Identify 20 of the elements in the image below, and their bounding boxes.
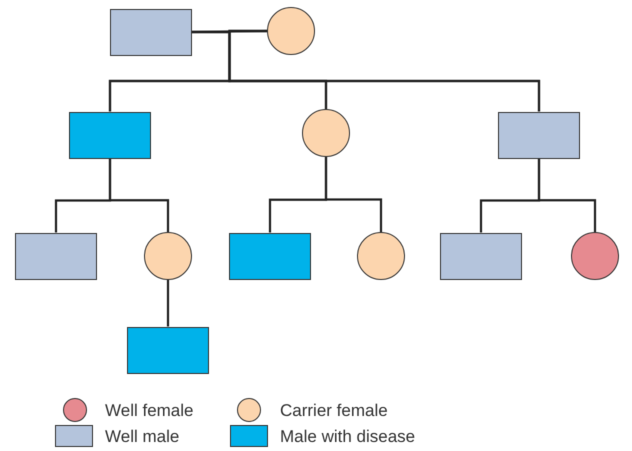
female-circle bbox=[571, 232, 619, 280]
legend-label: Male with disease bbox=[280, 427, 416, 447]
pedigree-line bbox=[166, 280, 170, 326]
male-square bbox=[440, 232, 522, 280]
pedigree-line bbox=[538, 158, 596, 232]
pedigree-line bbox=[108, 158, 170, 232]
male-square bbox=[15, 232, 97, 280]
male-square bbox=[69, 112, 151, 158]
male-square bbox=[229, 232, 311, 280]
female-circle bbox=[302, 109, 350, 157]
male-square bbox=[127, 326, 209, 374]
pedigree-line bbox=[324, 157, 382, 232]
legend-label: Well female bbox=[105, 401, 194, 421]
female-circle bbox=[267, 7, 315, 55]
male-square bbox=[498, 112, 580, 158]
female-circle bbox=[144, 232, 192, 280]
female-circle bbox=[357, 232, 405, 280]
legend-label: Well male bbox=[105, 427, 180, 447]
male-square bbox=[110, 8, 192, 56]
legend-label: Carrier female bbox=[280, 401, 388, 421]
